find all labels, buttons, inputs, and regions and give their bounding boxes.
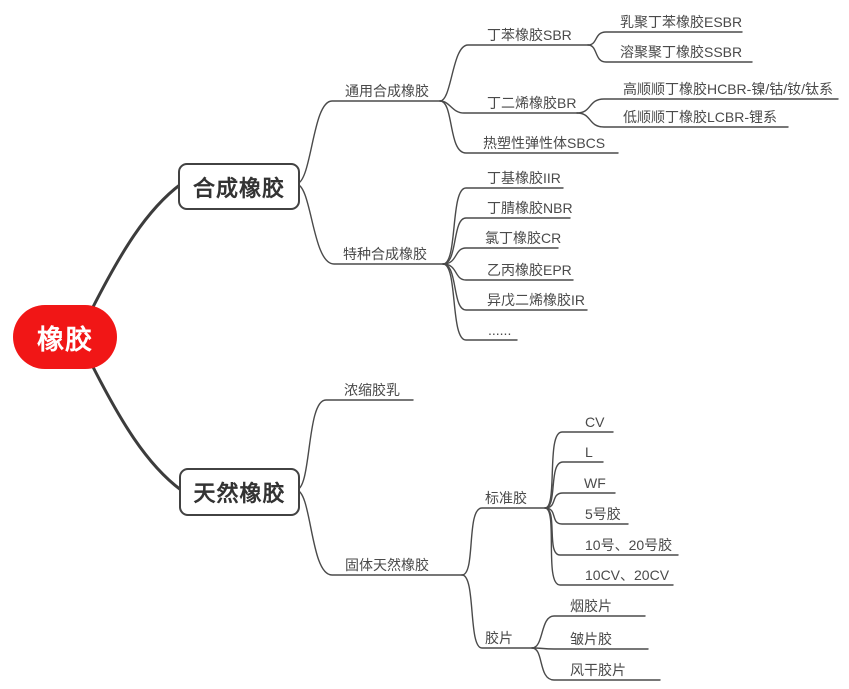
node-cv[interactable]: CV: [585, 414, 605, 430]
edge-standard-cv: [544, 431, 614, 509]
edge-sheet-smoked: [531, 615, 646, 649]
node-natural-rubber[interactable]: 天然橡胶: [179, 468, 300, 516]
node-epr[interactable]: 乙丙橡胶EPR: [487, 262, 572, 278]
edge-special-iir: [442, 187, 564, 265]
node-solid-natural[interactable]: 固体天然橡胶: [345, 557, 429, 573]
edge-special-ellipsis: [442, 263, 518, 341]
node-ir[interactable]: 异戊二烯橡胶IR: [487, 292, 585, 308]
edge-standard-l: [544, 461, 604, 509]
node-general-synthetic[interactable]: 通用合成橡胶: [345, 83, 429, 99]
node-l[interactable]: L: [585, 444, 593, 460]
edge-special-cr: [442, 247, 559, 265]
edge-synthetic-special: [295, 183, 444, 265]
edge-sheet-airdried: [531, 647, 661, 681]
edge-sheet-crepe: [531, 647, 649, 650]
node-standard-rubber[interactable]: 标准胶: [485, 490, 527, 506]
node-iir[interactable]: 丁基橡胶IIR: [487, 170, 561, 186]
node-air-dried-sheet[interactable]: 风干胶片: [570, 662, 626, 678]
node-smoked-sheet[interactable]: 烟胶片: [570, 598, 612, 614]
node-rubber-sheet[interactable]: 胶片: [485, 630, 513, 646]
node-concentrated-latex[interactable]: 浓缩胶乳: [344, 382, 400, 398]
edge-br-hcbr: [576, 98, 839, 114]
node-no5-rubber[interactable]: 5号胶: [585, 506, 621, 522]
edge-general-sbr: [439, 44, 589, 102]
edge-solid-sheet: [461, 574, 533, 649]
edge-special-ir: [442, 263, 588, 311]
node-ssbr[interactable]: 溶聚聚丁橡胶SSBR: [620, 44, 743, 60]
node-crepe-rubber[interactable]: 皱片胶: [570, 631, 612, 647]
node-br[interactable]: 丁二烯橡胶BR: [487, 95, 577, 111]
node-nbr[interactable]: 丁腈橡胶NBR: [487, 200, 573, 216]
node-lcbr[interactable]: 低顺顺丁橡胶LCBR-锂系: [623, 109, 778, 125]
node-cr[interactable]: 氯丁橡胶CR: [485, 230, 562, 246]
node-ellipsis[interactable]: ......: [488, 322, 512, 338]
edge-br-lcbr: [576, 112, 789, 128]
edge-natural-latex: [295, 399, 414, 491]
node-esbr[interactable]: 乳聚丁苯橡胶ESBR: [620, 14, 743, 30]
edge-synthetic-general: [295, 100, 441, 185]
edge-special-nbr: [442, 217, 571, 265]
edge-root-natural: [90, 363, 183, 492]
edge-general-sbcs: [439, 100, 619, 154]
edge-standard-10cv-20cv: [544, 507, 674, 586]
root-node[interactable]: 橡胶: [13, 305, 117, 369]
edge-root-synthetic: [90, 182, 183, 311]
edge-sbr-ssbr: [587, 44, 753, 63]
node-sbcs[interactable]: 热塑性弹性体SBCS: [483, 135, 606, 151]
node-sbr[interactable]: 丁苯橡胶SBR: [487, 27, 572, 43]
node-synthetic-rubber[interactable]: 合成橡胶: [178, 163, 300, 210]
edge-solid-standard: [461, 507, 546, 576]
node-10cv-20cv[interactable]: 10CV、20CV: [585, 567, 670, 583]
node-wf[interactable]: WF: [584, 475, 606, 491]
edge-standard-wf: [544, 492, 616, 509]
edge-natural-solid: [295, 489, 463, 576]
node-special-synthetic[interactable]: 特种合成橡胶: [343, 246, 427, 262]
node-hcbr[interactable]: 高顺顺丁橡胶HCBR-镍/钴/钕/钛系: [623, 81, 833, 97]
edge-sbr-esbr: [587, 31, 743, 46]
node-no10-no20-rubber[interactable]: 10号、20号胶: [585, 537, 673, 553]
